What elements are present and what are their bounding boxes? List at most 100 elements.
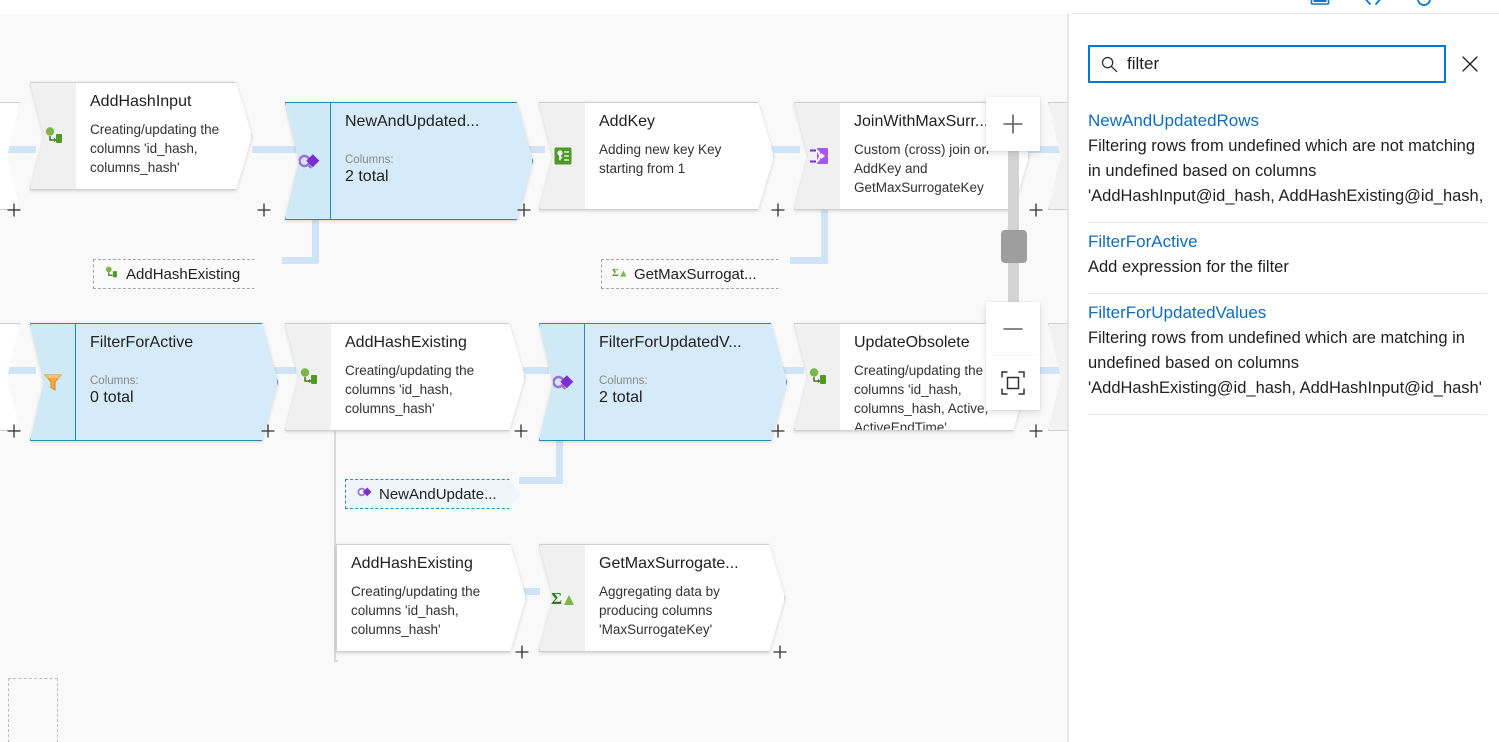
node-addkey[interactable]: AddKey Adding new key Key starting from … (539, 102, 774, 210)
node-title: GetMaxSurrogate... (599, 555, 739, 572)
node-filterforactive[interactable]: FilterForActive Columns: 0 total (30, 323, 278, 441)
exists-icon (285, 102, 331, 220)
search-result-item[interactable]: FilterForActive Add expression for the f… (1088, 223, 1487, 294)
node-body: FilterForUpdatedV... Columns: 2 total (585, 323, 787, 441)
canvas-edge-divider (1067, 14, 1068, 742)
node-addhashexisting-row2[interactable]: AddHashExisting Creating/updating the co… (285, 323, 525, 431)
node-addhashinput[interactable]: AddHashInput Creating/updating the colum… (30, 82, 252, 190)
flow-canvas[interactable]: .. AddHa (0, 14, 1068, 742)
columns-value: 2 total (345, 168, 389, 185)
aggregate-icon: Σ (539, 544, 585, 652)
derived-column-icon (104, 265, 119, 284)
search-result-item[interactable]: NewAndUpdatedRows Filtering rows from un… (1088, 102, 1487, 223)
reference-chip-addhashexisting[interactable]: AddHashExisting (93, 259, 265, 289)
refresh-icon[interactable] (1413, 0, 1435, 10)
derived-column-icon (30, 82, 76, 190)
search-input[interactable] (1127, 54, 1434, 74)
exists-icon (356, 485, 372, 503)
node-newandupdatedrows[interactable]: NewAndUpdated... Columns: 2 total (285, 102, 533, 220)
columns-label: Columns: (599, 375, 648, 387)
node-body: FilterForActive Columns: 0 total (76, 323, 278, 441)
node-body: NewAndUpdated... Columns: 2 total (331, 102, 533, 220)
derived-column-icon (794, 323, 840, 431)
partial-node-right-row1[interactable] (1048, 102, 1068, 210)
add-node-plus-right-row1[interactable] (1028, 202, 1044, 218)
connector (1015, 367, 1068, 374)
code-icon[interactable] (1362, 0, 1384, 10)
svg-text:Σ: Σ (612, 267, 619, 278)
node-title: UpdateObsolete (854, 334, 970, 351)
search-result-title[interactable]: FilterForActive (1088, 232, 1198, 251)
partial-node-left-row1[interactable] (0, 102, 20, 210)
node-title: NewAndUpdated... (345, 113, 480, 130)
node-title: FilterForUpdatedV... (599, 334, 742, 351)
partial-node-right-row2[interactable] (1048, 323, 1068, 431)
panel-scroll-gutter[interactable] (1068, 14, 1076, 742)
add-node-plus-right-row2[interactable] (1028, 423, 1044, 439)
add-node-plus-getmaxsurrogatekey[interactable] (772, 644, 788, 660)
filter-icon (30, 323, 76, 441)
search-results-list: NewAndUpdatedRows Filtering rows from un… (1088, 102, 1487, 415)
node-addhashexisting-row3[interactable]: AddHashExisting Creating/updating the co… (336, 544, 526, 652)
connector (760, 146, 800, 153)
columns-value: 0 total (90, 389, 134, 406)
zoom-in-button[interactable] (986, 97, 1040, 151)
node-title: FilterForActive (90, 334, 194, 351)
node-description: Creating/updating the columns 'id_hash, … (90, 122, 220, 175)
reference-chip-newandupdatedrows[interactable]: NewAndUpdate... (345, 479, 520, 509)
node-getmaxsurrogatekey[interactable]: Σ GetMaxSurrogate... Aggregating data by… (539, 544, 785, 652)
node-body: GetMaxSurrogate... Aggregating data by p… (585, 544, 785, 652)
zoom-slider-thumb[interactable] (1001, 230, 1027, 263)
search-result-title[interactable]: NewAndUpdatedRows (1088, 111, 1260, 130)
node-description: Creating/updating the columns 'id_hash, … (345, 363, 475, 416)
connector (556, 418, 563, 484)
add-node-plus-filterforupdatedvalues[interactable] (770, 423, 786, 439)
node-title: AddHashExisting (351, 555, 473, 572)
search-result-item[interactable]: FilterForUpdatedValues Filtering rows fr… (1088, 294, 1487, 415)
surrogate-key-icon (539, 102, 585, 210)
connector (282, 257, 318, 264)
node-body: AddHashExisting Creating/updating the co… (331, 323, 525, 431)
toolbar-divider (1072, 13, 1499, 14)
connector (790, 257, 828, 264)
aggregate-icon: Σ (612, 265, 627, 284)
empty-drop-placeholder[interactable] (8, 678, 58, 742)
node-description: Adding new key Key starting from 1 (599, 142, 722, 176)
zoom-out-button[interactable] (986, 302, 1040, 356)
join-icon (794, 102, 840, 210)
connector (0, 146, 36, 153)
node-description: Aggregating data by producing columns 'M… (599, 584, 720, 637)
add-node-plus-newandupdatedrows[interactable] (516, 202, 532, 218)
fit-to-screen-button[interactable] (986, 356, 1040, 410)
node-description: Creating/updating the columns 'id_hash, … (351, 584, 481, 637)
columns-label: Columns: (345, 154, 394, 166)
connector (821, 197, 828, 263)
node-title: JoinWithMaxSurr... (854, 113, 989, 130)
search-result-title[interactable]: FilterForUpdatedValues (1088, 303, 1267, 322)
add-node-plus-addhashexisting-row2[interactable] (513, 423, 529, 439)
search-result-description: Filtering rows from undefined which are … (1088, 329, 1482, 397)
node-title: AddHashInput (90, 93, 192, 110)
search-result-description: Filtering rows from undefined which are … (1088, 137, 1484, 205)
connector (312, 197, 319, 263)
reference-chip-getmaxsurrogatekey[interactable]: Σ GetMaxSurrogat... (601, 259, 789, 289)
search-box[interactable] (1088, 45, 1446, 83)
top-toolbar-strip (0, 0, 1499, 14)
add-node-plus-left-row1[interactable] (6, 202, 22, 218)
reference-chip-label: NewAndUpdate... (379, 485, 497, 503)
search-panel: NewAndUpdatedRows Filtering rows from un… (1076, 14, 1499, 742)
add-node-plus-addkey[interactable] (770, 202, 786, 218)
monitor-icon[interactable] (1309, 0, 1331, 10)
node-description: Custom (cross) join on AddKey and GetMax… (854, 142, 990, 195)
close-icon[interactable] (1456, 50, 1484, 78)
node-filterforupdatedvalues[interactable]: FilterForUpdatedV... Columns: 2 total (539, 323, 787, 441)
partial-node-left-row2[interactable] (0, 323, 20, 431)
node-title: AddKey (599, 113, 656, 130)
add-node-plus-addhashinput[interactable] (256, 202, 272, 218)
add-node-plus-filterforactive[interactable] (260, 423, 276, 439)
reference-chip-label: GetMaxSurrogat... (634, 265, 757, 283)
search-row (1088, 45, 1487, 83)
add-node-plus-addhashexisting-row3[interactable] (514, 644, 530, 660)
add-node-plus-left-row2[interactable] (6, 423, 22, 439)
